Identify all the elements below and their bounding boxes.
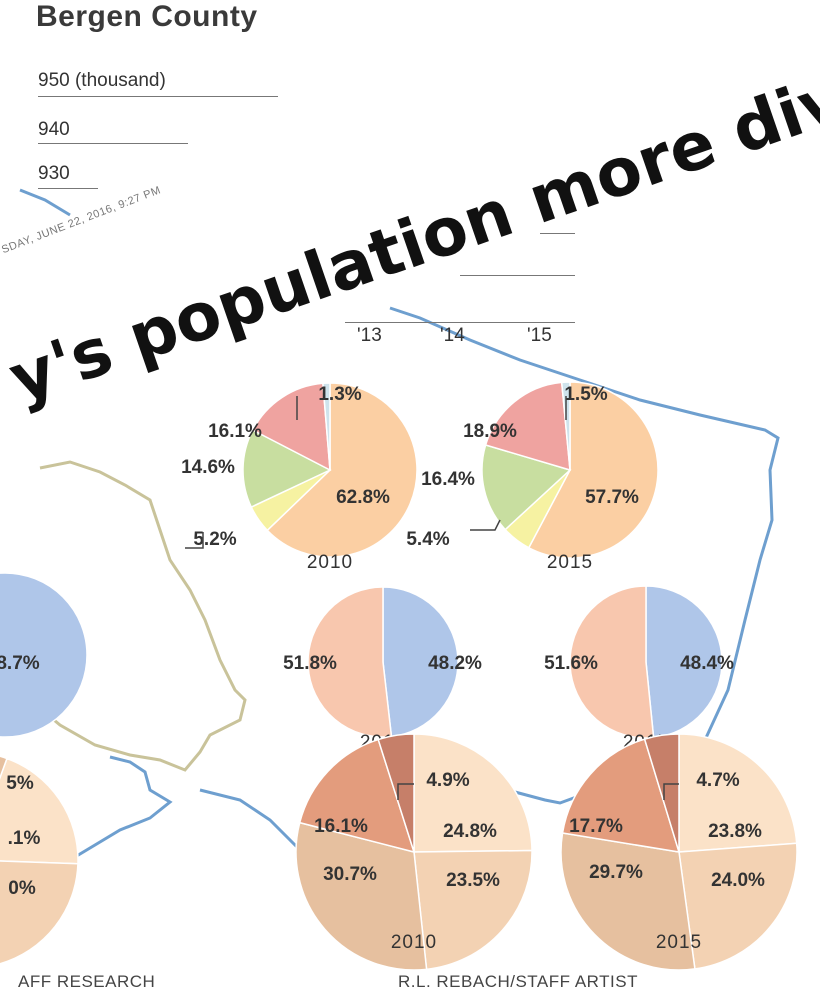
slice-label: 1.5% (564, 384, 607, 405)
pie-slice (0, 755, 8, 780)
pie-year-label: 2010 (391, 932, 437, 953)
pie-slice (561, 738, 681, 853)
pie-slice (643, 733, 680, 853)
pie-slice (678, 733, 798, 853)
slice-label: 23.5% (446, 870, 500, 891)
pie-slice (413, 849, 533, 971)
pie-slice (678, 842, 798, 970)
slice-label: 16.1% (208, 421, 262, 442)
gridline (38, 143, 188, 144)
x-axis-label: '14 (440, 325, 465, 346)
pie-year-label: 2015 (656, 932, 702, 953)
pie-slice (645, 585, 723, 739)
pie-race-2010: 62.8% 5.2% 14.6% 16.1% 1.3% 2010 (181, 382, 418, 573)
pie-sex-2010: 48.2%51.8%2010 (283, 586, 482, 753)
slice-label: 23.8% (708, 821, 762, 842)
slice-label: 1.3% (318, 384, 361, 405)
pie-slice (569, 585, 655, 739)
slice-label: 51.6% (544, 653, 598, 674)
pie-age-2015: 23.8% 24.0% 29.7% 17.7% 4.7% 2015 (560, 733, 798, 971)
pie-slice (0, 572, 88, 738)
slice-label: 51.8% (283, 653, 337, 674)
leader-line (470, 519, 501, 531)
slice-label: 4.7% (696, 770, 739, 791)
pie-slice (484, 381, 571, 472)
gridline (38, 188, 98, 189)
slice-label: 5.4% (406, 529, 449, 550)
x-axis-label: '15 (527, 325, 552, 346)
slice-label: 48.4% (680, 653, 734, 674)
pie-slice (242, 429, 332, 509)
slice-label: 62.8% (336, 487, 390, 508)
slice-label: 16.1% (314, 816, 368, 837)
slice-label: 48.2% (428, 653, 482, 674)
pie-sex-partial-partial: 8.7% (0, 572, 88, 738)
slice-label: 30.7% (323, 864, 377, 885)
y-axis-label: 930 (38, 163, 70, 184)
slice-label: 16.4% (421, 469, 475, 490)
pie-slice (527, 381, 659, 559)
pie-age-partial-partial: 5% .1% 0% (0, 755, 79, 965)
slice-label: 17.7% (569, 816, 623, 837)
pie-race-2015: 57.7% 5.4% 16.4% 18.9% 1.5% 2015 (406, 381, 659, 573)
slice-label: 14.6% (181, 457, 235, 478)
pie-slice (481, 444, 572, 531)
credit-artist: R.L. REBACH/STAFF ARTIST (398, 972, 638, 991)
pie-sex-2015: 48.4%51.6%2015 (544, 585, 734, 753)
pie-slice (251, 382, 331, 472)
gridline (460, 275, 575, 276)
state-border-line (17, 460, 247, 772)
slice-label: 8.7% (0, 653, 40, 674)
leader-line (397, 783, 414, 800)
y-axis-label: 940 (38, 119, 70, 140)
leader-line (185, 532, 204, 549)
pie-slice (560, 832, 696, 971)
pie-year-label: 2015 (547, 552, 593, 573)
slice-label: 4.9% (426, 770, 469, 791)
pie-slice (413, 733, 533, 853)
x-axis-label: '13 (357, 325, 382, 346)
slice-label: 5.2% (193, 529, 236, 550)
gridline (345, 322, 575, 323)
slice-label: 5% (6, 773, 34, 794)
slice-label: 29.7% (589, 862, 643, 883)
slice-label: 18.9% (463, 421, 517, 442)
pie-slice (298, 738, 416, 854)
pie-slice (322, 382, 331, 471)
credit-research: AFF RESEARCH (18, 972, 156, 991)
slice-label: 57.7% (585, 487, 639, 508)
pie-age-2010: 24.8% 23.5% 30.7% 16.1% 4.9% 2010 (295, 733, 533, 971)
slice-label: 24.8% (443, 821, 497, 842)
pie-slice (382, 586, 459, 738)
slice-label: 0% (8, 878, 36, 899)
pie-slice (0, 860, 79, 965)
gridline (38, 96, 278, 97)
pie-slice (0, 757, 79, 865)
pie-slice (295, 821, 428, 971)
slice-label: 24.0% (711, 870, 765, 891)
y-axis-label: 950 (thousand) (38, 70, 166, 91)
pie-year-label: 2010 (307, 552, 353, 573)
county-title: Bergen County (36, 0, 258, 33)
pie-slice (307, 586, 393, 738)
pie-slice (266, 382, 418, 558)
gridline (540, 233, 575, 234)
pie-slice (377, 733, 415, 853)
county-boundary-line (389, 306, 780, 832)
pie-slice (560, 381, 571, 471)
county-boundary-line (19, 188, 71, 217)
slice-label: .1% (8, 828, 41, 849)
leader-line (663, 783, 679, 800)
